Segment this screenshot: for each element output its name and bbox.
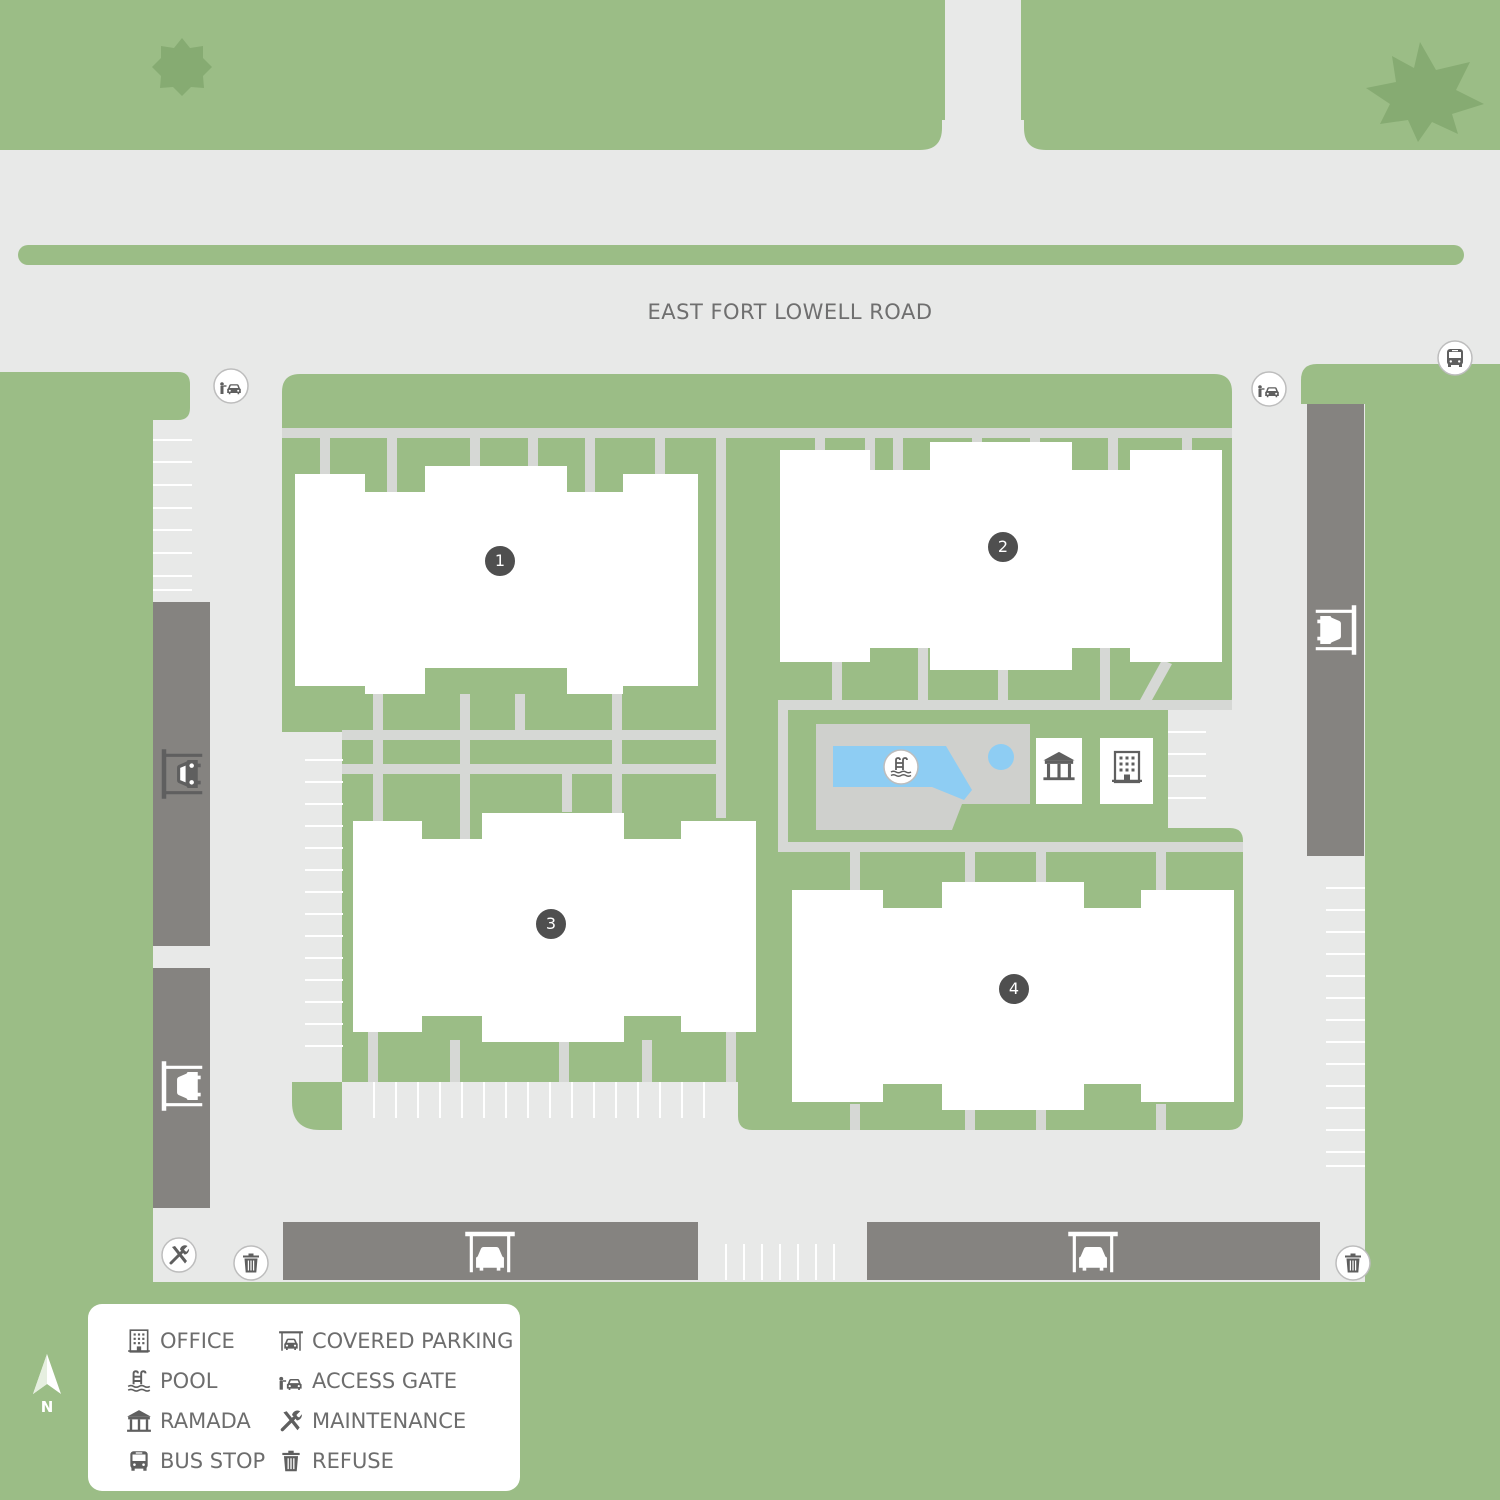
grass-left-notch — [150, 372, 190, 420]
north-arrow: N — [30, 1352, 64, 1422]
maintenance-icon — [278, 1408, 304, 1434]
building-number-badge: 4 — [997, 972, 1031, 1006]
legend-item-covered-parking: COVERED PARKING — [278, 1326, 513, 1356]
legend-label: COVERED PARKING — [312, 1329, 514, 1353]
legend-label: OFFICE — [160, 1329, 235, 1353]
road-label: EAST FORT LOWELL ROAD — [647, 300, 933, 324]
access-gate-icon — [278, 1368, 304, 1394]
bus-stop-marker — [1437, 340, 1473, 376]
spa — [988, 744, 1014, 770]
legend-label: ACCESS GATE — [312, 1369, 458, 1393]
north-label: N — [40, 1398, 54, 1416]
legend-label: MAINTENANCE — [312, 1409, 467, 1433]
refuse-marker-west — [233, 1245, 269, 1281]
pool-icon — [126, 1368, 152, 1394]
access-gate-marker-east — [1251, 371, 1287, 407]
maintenance-marker — [161, 1237, 197, 1273]
office-icon — [126, 1328, 152, 1354]
legend-item-bus-stop: BUS STOP — [126, 1446, 265, 1476]
legend-label: REFUSE — [312, 1449, 394, 1473]
legend-item-pool: POOL — [126, 1366, 217, 1396]
grass-right-edge — [1301, 364, 1365, 404]
legend-item-office: OFFICE — [126, 1326, 235, 1356]
refuse-icon — [278, 1448, 304, 1474]
covered-parking-icon — [278, 1328, 304, 1354]
grass-sw-corner — [292, 1082, 342, 1130]
access-gate-marker-west — [213, 368, 249, 404]
building-number-badge: 2 — [986, 530, 1020, 564]
building-number-badge: 3 — [534, 907, 568, 941]
north-arrow-icon — [33, 1354, 61, 1394]
legend-label: POOL — [160, 1369, 218, 1393]
grass-left-band — [0, 372, 153, 1284]
north-street — [945, 0, 1021, 160]
legend-item-access-gate: ACCESS GATE — [278, 1366, 457, 1396]
pool-marker — [883, 749, 919, 785]
building-1 — [295, 466, 698, 694]
legend-item-ramada: RAMADA — [126, 1406, 251, 1436]
parking-stall-lines — [153, 439, 1365, 1280]
road-median — [18, 245, 1464, 265]
tree — [152, 38, 212, 96]
grass-right-band — [1365, 364, 1500, 1284]
map-markers — [161, 340, 1473, 1281]
legend-label: RAMADA — [160, 1409, 251, 1433]
legend-item-maintenance: MAINTENANCE — [278, 1406, 466, 1436]
tree — [1366, 42, 1484, 142]
legend-label: BUS STOP — [160, 1449, 266, 1473]
building-number-badge: 1 — [483, 544, 517, 578]
map-legend: OFFICE COVERED PARKING POOL ACCESS GATE … — [88, 1304, 520, 1491]
ramada-icon — [126, 1408, 152, 1434]
bus-stop-icon — [1447, 349, 1463, 367]
bus-stop-icon — [126, 1448, 152, 1474]
sidewalks — [282, 428, 1243, 1130]
refuse-marker-east — [1335, 1245, 1371, 1281]
legend-item-refuse: REFUSE — [278, 1446, 394, 1476]
